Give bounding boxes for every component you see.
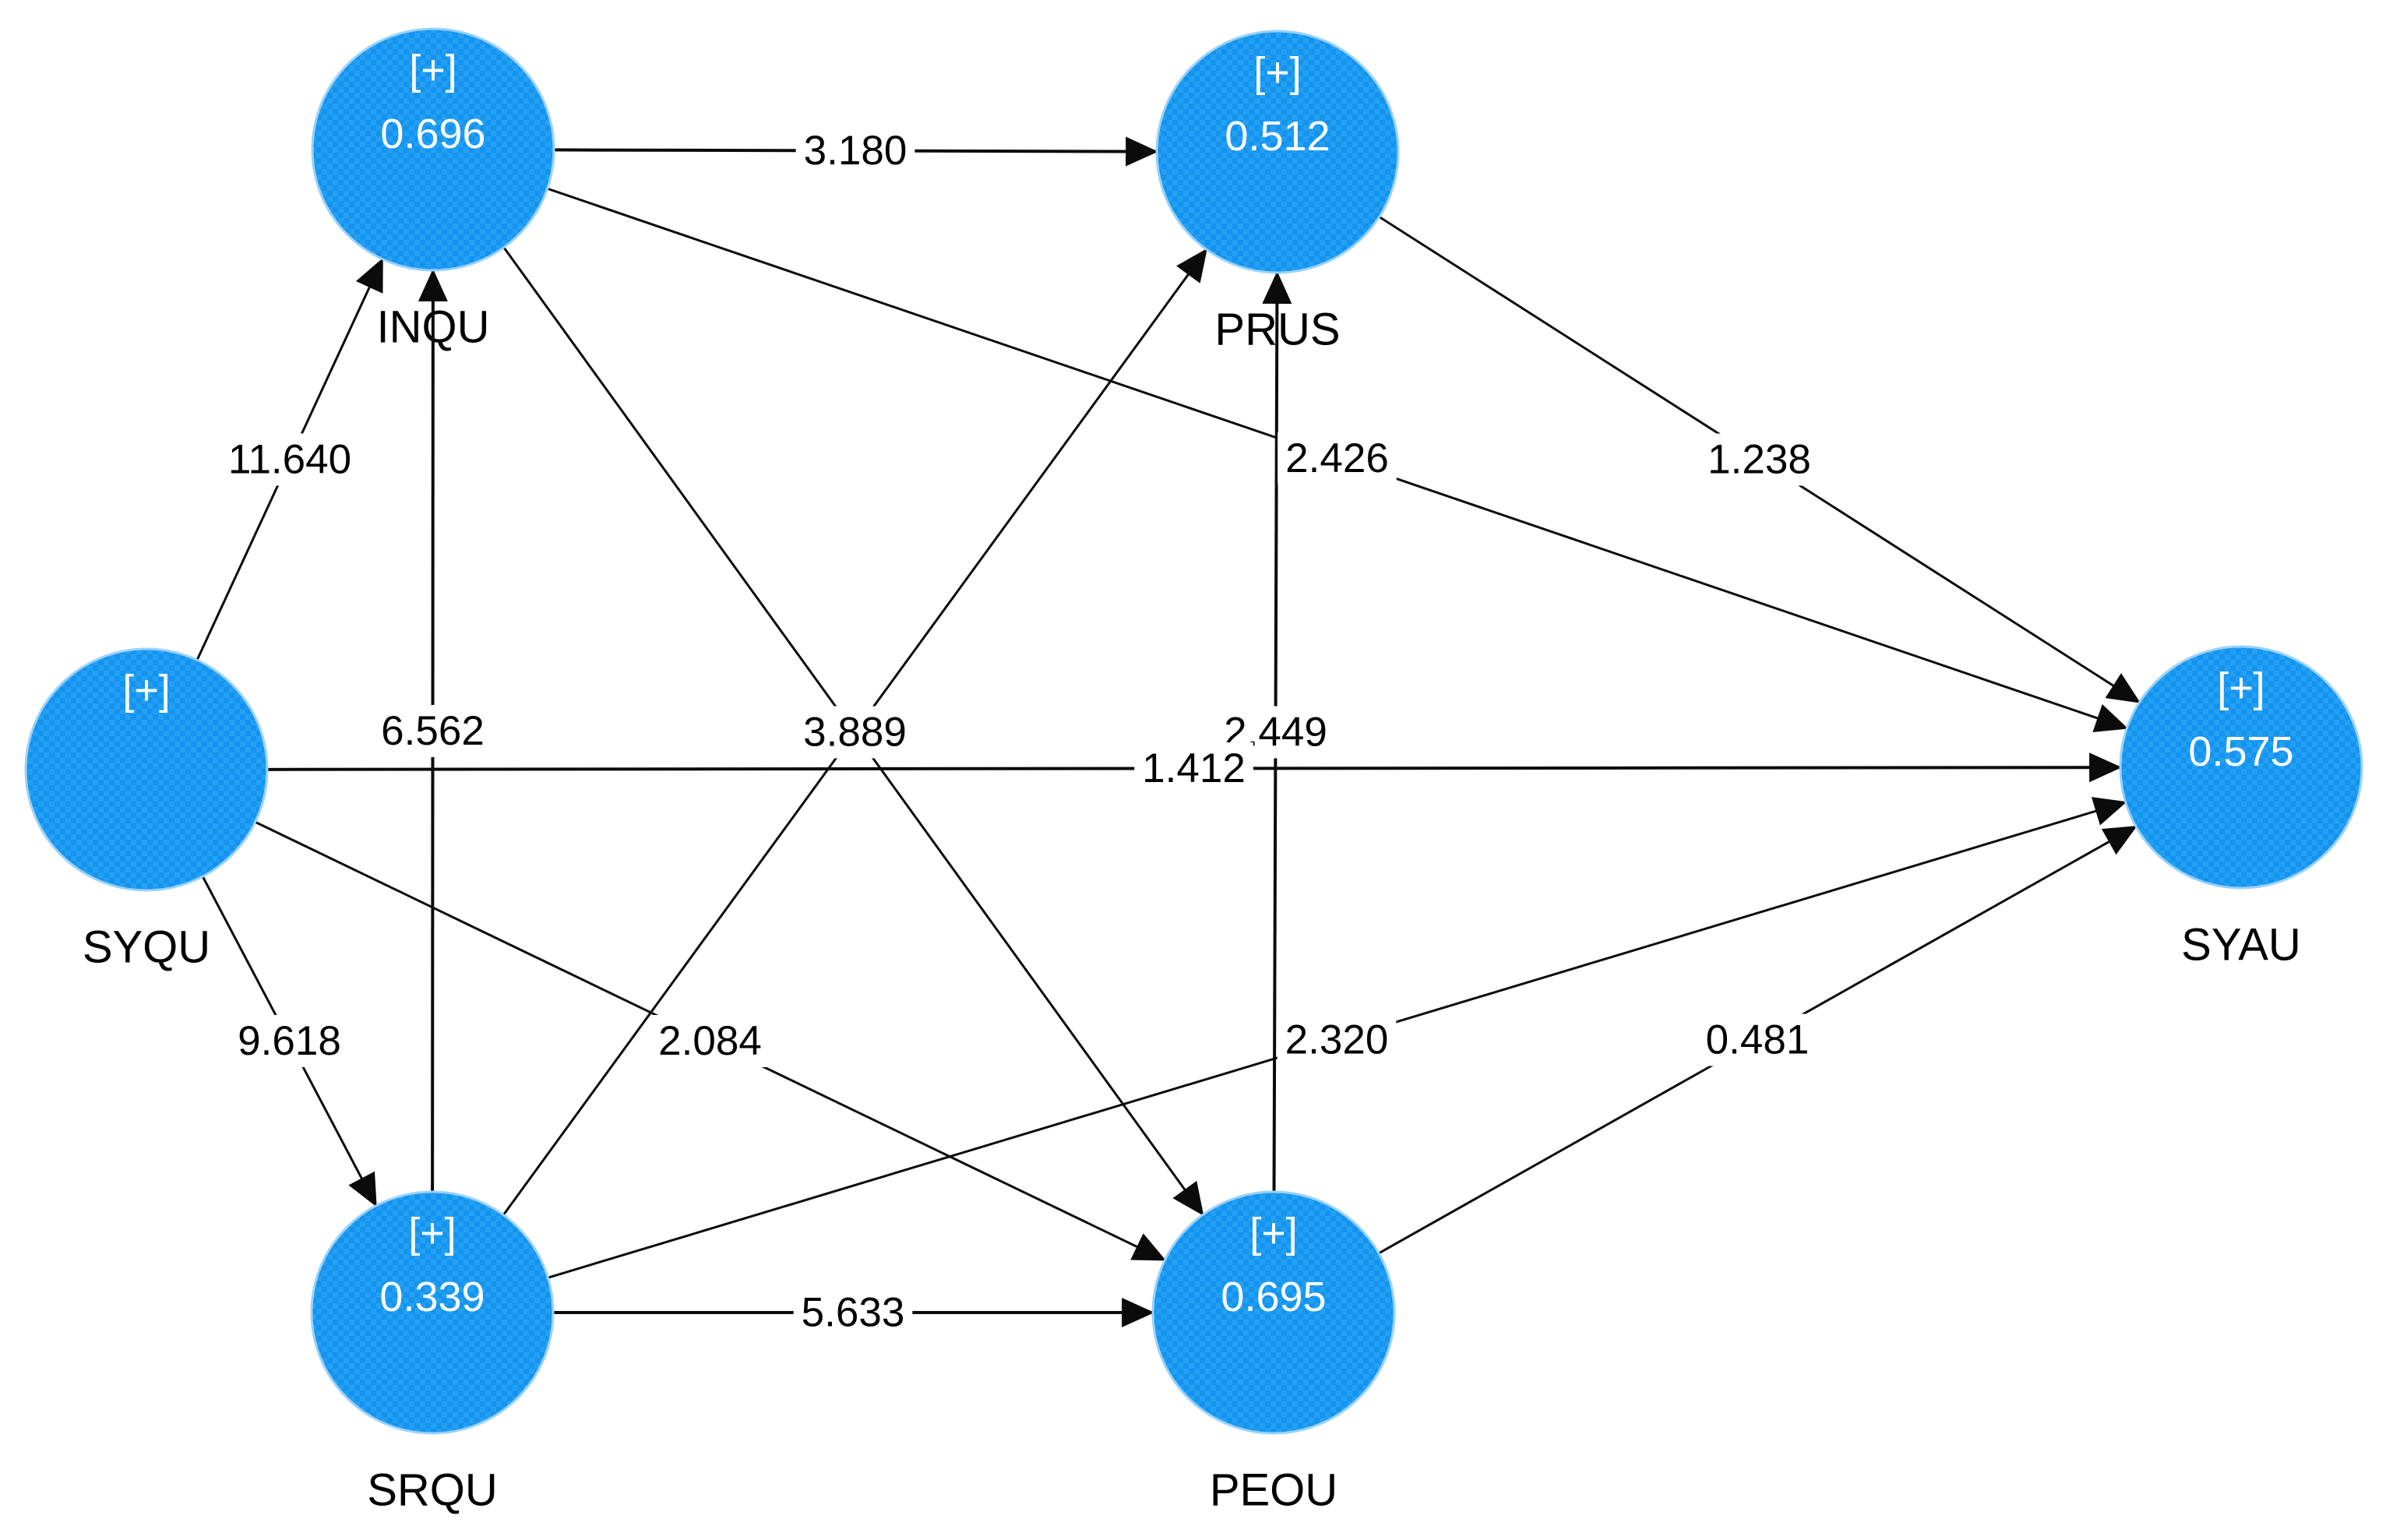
path-label-syqu-inqu: 11.640 [220, 433, 360, 486]
path-value-background [1134, 742, 1253, 795]
r-squared-value: 0.696 [380, 111, 485, 157]
path-label-peou-syau: 0.481 [1697, 1013, 1817, 1066]
latent-variable-circle[interactable] [24, 647, 269, 892]
node-label-peou: PEOU [1210, 1465, 1337, 1516]
path-value-text: 2.320 [1285, 1017, 1389, 1063]
node-syqu[interactable]: [+] [24, 647, 269, 892]
path-value-background [795, 706, 915, 759]
path-label-syqu-peou: 2.084 [650, 1015, 770, 1067]
path-value-text: 5.633 [802, 1290, 905, 1336]
expand-indicators-control[interactable]: [+] [2217, 664, 2265, 711]
node-label-syqu: SYQU [83, 922, 210, 973]
path-label-syqu-syau: 1.412 [1134, 742, 1253, 795]
path-value-text: 2.084 [658, 1018, 762, 1064]
path-value-text: 3.889 [803, 710, 907, 756]
node-label-srqu: SRQU [367, 1465, 498, 1516]
path-value-background [793, 1286, 913, 1339]
expand-indicators-control[interactable]: [+] [408, 1210, 456, 1256]
latent-variable-circle[interactable] [1155, 30, 1400, 274]
path-label-inqu-syau: 2.426 [1278, 432, 1397, 485]
path-label-srqu-prus: 3.889 [795, 706, 915, 759]
path-value-background [1700, 433, 1819, 486]
path-label-syqu-srqu: 9.618 [230, 1015, 349, 1067]
r-squared-value: 0.695 [1221, 1274, 1326, 1320]
node-syau[interactable]: [+] 0.575 [2119, 645, 2363, 890]
path-label-srqu-peou: 5.633 [793, 1286, 913, 1339]
path-value-text: 11.640 [228, 437, 351, 483]
expand-indicators-control[interactable]: [+] [1249, 1210, 1298, 1256]
path-value-text: 1.238 [1708, 437, 1811, 483]
path-value-background [650, 1015, 770, 1067]
path-label-srqu-inqu: 6.562 [373, 705, 492, 757]
path-value-background [1697, 1013, 1817, 1066]
path-label-peou-prus: 2.449 [1216, 706, 1335, 759]
node-inqu[interactable]: [+] 0.696 [311, 27, 555, 272]
node-label-syau: SYAU [2181, 920, 2301, 971]
path-value-text: 3.180 [804, 128, 908, 174]
path-value-text: 6.562 [381, 708, 485, 754]
expand-indicators-control[interactable]: [+] [1253, 49, 1302, 96]
expand-indicators-control[interactable]: [+] [409, 47, 457, 93]
latent-variable-circle[interactable] [310, 1190, 555, 1435]
node-prus[interactable]: [+] 0.512 [1155, 30, 1400, 274]
node-peou[interactable]: [+] 0.695 [1151, 1190, 1396, 1435]
path-value-background [220, 433, 360, 486]
path-value-text: 0.481 [1706, 1017, 1810, 1063]
path-value-text: 9.618 [238, 1018, 341, 1064]
path-value-background [230, 1015, 349, 1067]
path-value-background [373, 705, 492, 757]
node-srqu[interactable]: [+] 0.339 [310, 1190, 555, 1435]
expand-indicators-control[interactable]: [+] [122, 667, 171, 714]
r-squared-value: 0.339 [379, 1274, 485, 1320]
path-value-background [1277, 1013, 1397, 1066]
path-value-text: 1.412 [1142, 745, 1246, 791]
path-label-srqu-syau: 2.320 [1277, 1013, 1397, 1066]
path-value-background [1278, 432, 1397, 485]
latent-variable-circle[interactable] [311, 27, 555, 272]
path-value-text: 2.426 [1285, 435, 1389, 481]
latent-variable-circle[interactable] [2119, 645, 2363, 890]
r-squared-value: 0.575 [2188, 728, 2293, 775]
path-label-inqu-prus: 3.180 [795, 125, 915, 177]
path-label-prus-syau: 1.238 [1700, 433, 1819, 486]
latent-variable-circle[interactable] [1151, 1190, 1396, 1435]
r-squared-value: 0.512 [1225, 113, 1330, 160]
path-value-background [795, 125, 915, 177]
